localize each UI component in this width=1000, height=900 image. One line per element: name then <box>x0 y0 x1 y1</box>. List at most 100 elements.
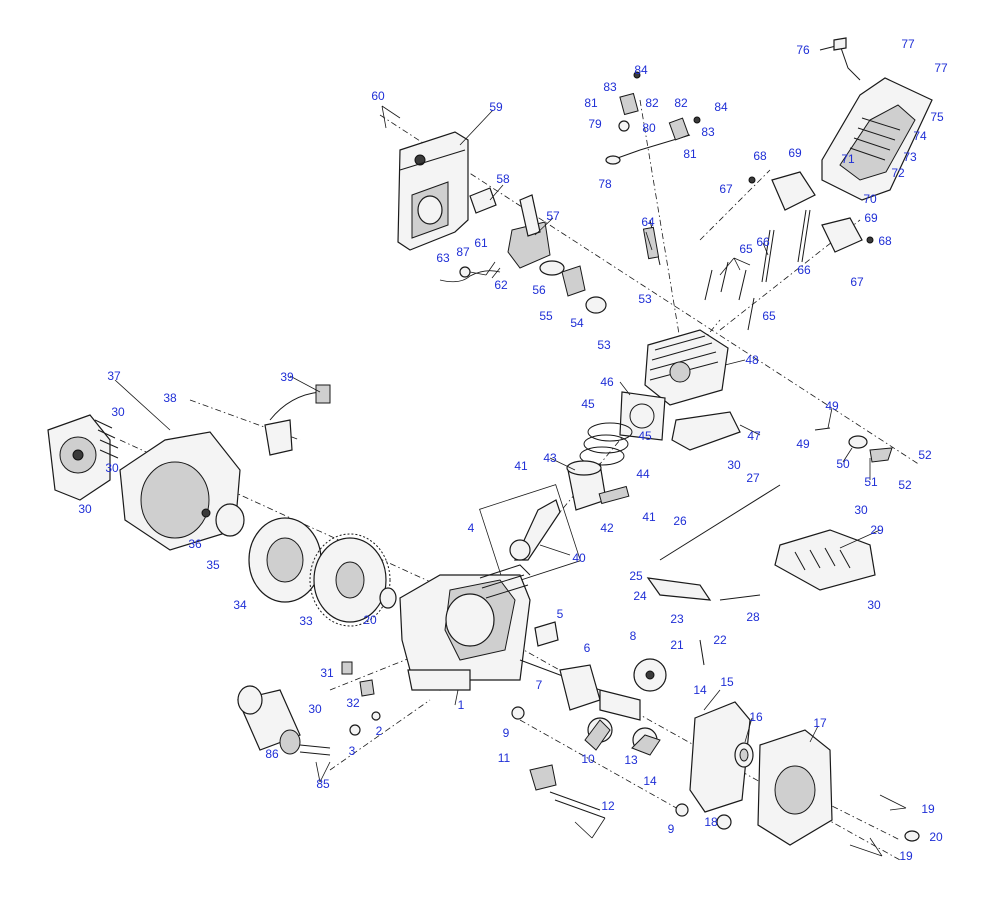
callout-9a: 9 <box>502 726 510 740</box>
callout-84b: 84 <box>714 100 728 114</box>
callout-79: 79 <box>588 117 602 131</box>
callout-30b: 30 <box>78 502 92 516</box>
callout-13: 13 <box>624 753 638 767</box>
crankcase-cover <box>716 729 920 846</box>
valve-train <box>605 71 701 165</box>
callout-62: 62 <box>494 278 508 292</box>
head-gasket <box>619 391 741 451</box>
camshaft <box>511 706 689 817</box>
callout-57: 57 <box>546 209 560 223</box>
callout-46: 46 <box>600 375 614 389</box>
callout-10: 10 <box>581 752 595 766</box>
callout-61: 61 <box>474 236 488 250</box>
callout-69a: 69 <box>788 146 802 160</box>
callout-4: 4 <box>467 521 475 535</box>
callout-14b: 14 <box>643 774 657 788</box>
callout-71: 71 <box>841 152 855 166</box>
callout-20a: 20 <box>363 613 377 627</box>
callout-82b: 82 <box>674 96 688 110</box>
callout-27: 27 <box>746 471 760 485</box>
callout-43: 43 <box>543 451 557 465</box>
callout-23: 23 <box>670 612 684 626</box>
callout-30e: 30 <box>854 503 868 517</box>
callout-41b: 41 <box>642 510 656 524</box>
callout-33: 33 <box>299 614 313 628</box>
governor <box>529 764 606 819</box>
callout-73: 73 <box>903 150 917 164</box>
callout-49a: 49 <box>825 399 839 413</box>
callout-26: 26 <box>673 514 687 528</box>
callout-83a: 83 <box>603 80 617 94</box>
connecting-rod <box>479 484 581 586</box>
callout-29: 29 <box>870 523 884 537</box>
callout-30f: 30 <box>867 598 881 612</box>
push-rods <box>704 209 811 331</box>
callout-67b: 67 <box>850 275 864 289</box>
callout-17: 17 <box>813 716 827 730</box>
callout-60: 60 <box>371 89 385 103</box>
callout-9b: 9 <box>667 822 675 836</box>
callout-7: 7 <box>535 678 543 692</box>
callout-49b: 49 <box>796 437 810 451</box>
callout-66b: 66 <box>797 263 811 277</box>
callout-36: 36 <box>188 537 202 551</box>
starter-motor <box>237 685 331 756</box>
callout-14a: 14 <box>693 683 707 697</box>
callout-56: 56 <box>532 283 546 297</box>
callout-12: 12 <box>601 799 615 813</box>
callout-2: 2 <box>375 724 383 738</box>
small-hardware <box>341 621 559 736</box>
callout-45a: 45 <box>581 397 595 411</box>
callout-31: 31 <box>320 666 334 680</box>
callout-34: 34 <box>233 598 247 612</box>
callout-81a: 81 <box>584 96 598 110</box>
callout-38: 38 <box>163 391 177 405</box>
callout-55: 55 <box>539 309 553 323</box>
cover-gasket <box>689 701 754 813</box>
callout-80: 80 <box>642 121 656 135</box>
callout-54: 54 <box>570 316 584 330</box>
rocker-cover <box>819 37 933 201</box>
callout-41a: 41 <box>514 459 528 473</box>
callout-25: 25 <box>629 569 643 583</box>
callout-83b: 83 <box>701 125 715 139</box>
callout-30a: 30 <box>111 405 125 419</box>
callout-75: 75 <box>930 110 944 124</box>
fan-shroud <box>119 431 241 551</box>
callout-52a: 52 <box>918 448 932 462</box>
callout-78: 78 <box>598 177 612 191</box>
callout-6: 6 <box>583 641 591 655</box>
callout-68a: 68 <box>753 149 767 163</box>
muffler <box>397 131 469 251</box>
callout-20b: 20 <box>929 830 943 844</box>
callout-77a: 77 <box>901 37 915 51</box>
callout-19a: 19 <box>921 802 935 816</box>
callout-69b: 69 <box>864 211 878 225</box>
flywheel <box>201 503 397 627</box>
callout-81b: 81 <box>683 147 697 161</box>
callout-8: 8 <box>629 629 637 643</box>
callout-76: 76 <box>796 43 810 57</box>
callout-47: 47 <box>747 429 761 443</box>
callout-53a: 53 <box>638 292 652 306</box>
callout-87: 87 <box>456 245 470 259</box>
callout-84a: 84 <box>634 63 648 77</box>
callout-16: 16 <box>749 710 763 724</box>
callout-63: 63 <box>436 251 450 265</box>
cylinder-head <box>642 219 729 406</box>
callout-42: 42 <box>600 521 614 535</box>
callout-67a: 67 <box>719 182 733 196</box>
callout-32: 32 <box>346 696 360 710</box>
callout-59: 59 <box>489 100 503 114</box>
callout-40: 40 <box>572 551 586 565</box>
callout-19b: 19 <box>899 849 913 863</box>
callout-65b: 65 <box>762 309 776 323</box>
callout-37: 37 <box>107 369 121 383</box>
ignition-coil <box>264 384 331 456</box>
callout-21: 21 <box>670 638 684 652</box>
throttle-linkage <box>646 484 781 666</box>
callout-11: 11 <box>497 751 511 765</box>
rocker-arms <box>748 171 874 253</box>
